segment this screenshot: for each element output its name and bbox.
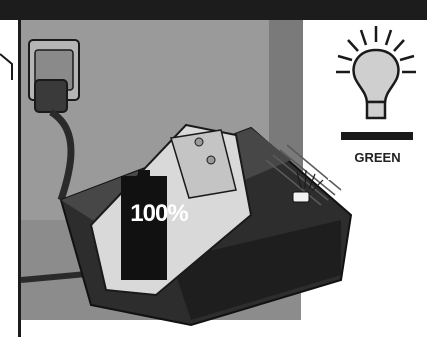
battery-full-icon	[121, 170, 167, 280]
charger-illustration	[21, 20, 353, 327]
battery-charge-label: 100%	[130, 200, 188, 227]
light-bulb-icon	[336, 26, 416, 140]
callout-bracket	[0, 53, 13, 80]
left-border-line	[18, 20, 21, 337]
indicator-status-label: GREEN	[354, 150, 401, 165]
charger-led	[292, 169, 324, 203]
led-indicator-panel	[328, 20, 427, 180]
header-bar	[0, 0, 427, 20]
